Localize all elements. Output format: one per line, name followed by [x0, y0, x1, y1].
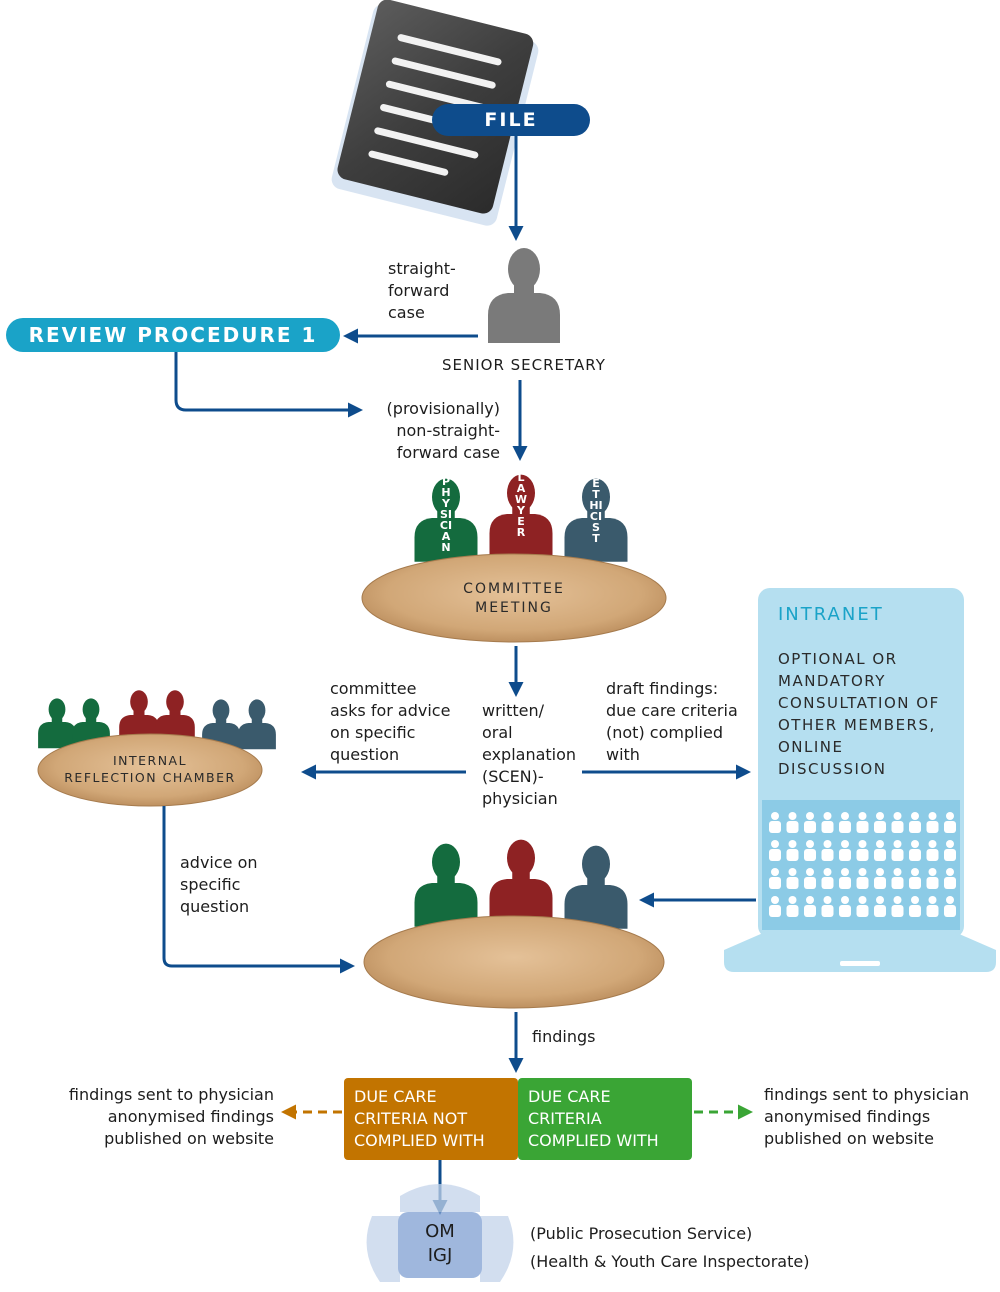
intranet-laptop-icon: [724, 588, 996, 972]
final-meeting-table: [363, 915, 665, 1009]
non-straight-forward-text: (provisionally) non-straight- forward ca…: [386, 399, 500, 462]
authorities-text: (Public Prosecution Service) (Health & Y…: [530, 1224, 810, 1271]
senior-secretary-label: SENIOR SECRETARY: [442, 356, 606, 374]
advice-text: advice on specific question: [180, 853, 258, 916]
committee-meeting-label: COMMITTEE MEETING: [463, 581, 565, 616]
committee-asks-text: committee asks for advice on specific qu…: [330, 679, 451, 764]
file-label: FILE: [432, 104, 590, 136]
intranet-description: OPTIONAL OR MANDATORY CONSULTATION OF OT…: [778, 650, 940, 778]
ethicist-role-label: ETHICIST: [589, 477, 603, 545]
explanation-text: written/ oral explanation (SCEN)- physic…: [482, 701, 577, 808]
senior-secretary-figure: [488, 248, 560, 343]
intranet-title: INTRANET: [778, 604, 884, 625]
physician-role-label: PHYSICIAN: [439, 475, 453, 554]
draft-findings-text: draft findings: due care criteria (not) …: [606, 679, 738, 764]
reflection-chamber-table: [37, 733, 263, 807]
findings-label: findings: [532, 1027, 596, 1046]
internal-reflection-chamber-label: INTERNAL REFLECTION CHAMBER: [64, 753, 236, 785]
flow-arrows: [162, 135, 756, 1215]
straight-forward-text: straight- forward case: [388, 259, 456, 322]
right-outcome-text: findings sent to physician anonymised fi…: [764, 1085, 970, 1148]
not-complied-box: DUE CARE CRITERIA NOT COMPLIED WITH: [344, 1078, 518, 1160]
committee-table: [361, 553, 667, 643]
review-procedure-label: REVIEW PROCEDURE 1: [6, 318, 340, 352]
lawyer-role-label: LAWYER: [514, 471, 528, 539]
authority-badge: OM IGJ: [425, 1221, 455, 1266]
coat-of-arms-icon: [366, 1184, 514, 1282]
left-outcome-text: findings sent to physician anonymised fi…: [68, 1085, 274, 1148]
complied-box: DUE CARE CRITERIA COMPLIED WITH: [518, 1078, 692, 1160]
